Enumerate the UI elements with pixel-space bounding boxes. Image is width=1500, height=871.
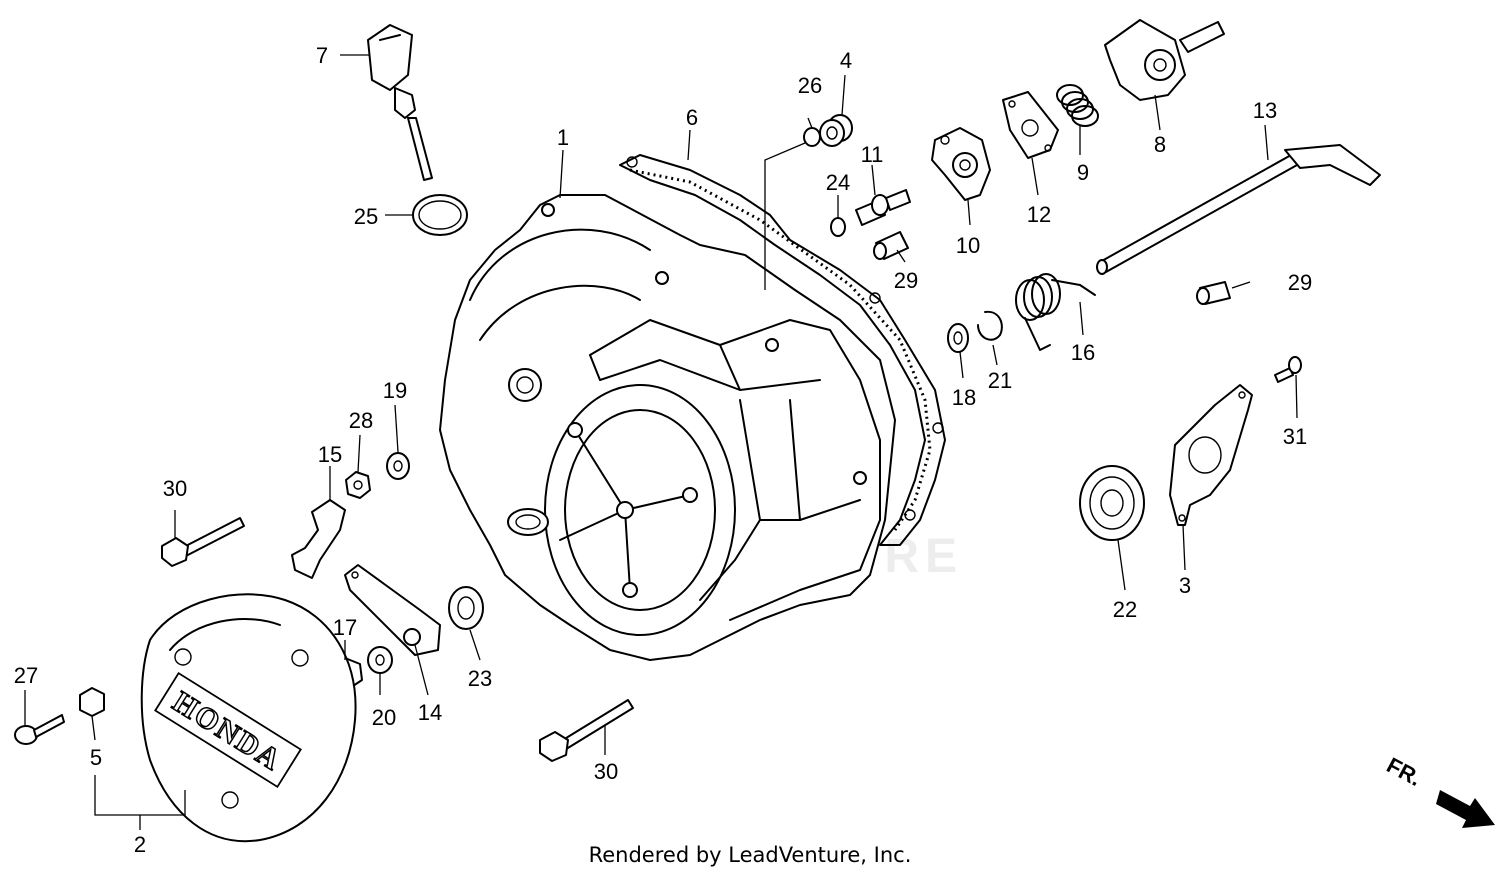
callout-4: 4 [840,48,852,73]
collar-5 [79,687,105,717]
bolt-31 [1274,356,1302,383]
callout-1: 1 [557,125,569,150]
screw-27 [14,714,65,745]
callout-20: 20 [372,705,396,730]
callout-27: 27 [14,663,38,688]
callout-18: 18 [952,385,976,410]
leader-lines [24,54,1298,830]
callout-6: 6 [686,105,698,130]
callout-30-left: 30 [163,476,187,501]
callout-21: 21 [988,368,1012,393]
spring-9 [1056,84,1099,127]
bracket-15 [291,499,346,579]
washer-18 [947,323,969,353]
return-spring-16 [1015,273,1096,351]
callout-12: 12 [1027,202,1051,227]
nut-28 [345,471,371,499]
bolt-30 [161,517,245,567]
callout-31: 31 [1283,424,1307,449]
circlip-21 [977,310,1003,341]
plate-12 [1002,91,1059,159]
callout-23: 23 [468,666,492,691]
callout-28: 28 [349,408,373,433]
callout-17: 17 [333,615,357,640]
callout-8: 8 [1154,132,1166,157]
lifter-plate-10 [931,127,991,201]
crankcase-cover [439,194,896,661]
callout-15: 15 [318,442,342,467]
dowel-pin [1196,281,1231,305]
callout-30-bottom: 30 [594,759,618,784]
callout-10: 10 [956,233,980,258]
credit-text: Rendered by LeadVenture, Inc. [589,843,912,867]
lifter-cam-8 [1104,19,1225,101]
collar-4 [819,114,853,147]
dowel-pin [873,231,909,260]
callout-labels: 7 25 1 6 26 4 11 24 29 10 12 9 8 13 29 1… [14,43,1312,857]
callout-16: 16 [1071,340,1095,365]
callout-2: 2 [134,832,146,857]
clutch-cover-2: HONDA [140,593,357,843]
washer-26 [803,127,821,147]
callout-19: 19 [383,378,407,403]
callout-29-left: 29 [894,268,918,293]
callout-25: 25 [354,204,378,229]
direction-label: FR. [1383,752,1426,791]
bearing-22 [1079,465,1145,541]
bolt-30 [539,699,634,762]
callout-3: 3 [1179,573,1191,598]
front-direction-indicator: FR. [1383,752,1495,828]
lever-14 [344,564,441,656]
bracket-3 [1169,384,1253,526]
callout-14: 14 [418,700,442,725]
callout-24: 24 [826,170,850,195]
callout-29-right: 29 [1288,270,1312,295]
oil-seal-23 [448,586,484,630]
callout-9: 9 [1077,160,1089,185]
gasket [619,154,946,546]
washer-20 [367,646,393,674]
callout-11: 11 [861,142,884,167]
washer-19 [386,452,410,480]
arrow-right-icon [1436,790,1495,828]
callout-5: 5 [90,745,102,770]
callout-13: 13 [1253,98,1277,123]
bolt-11 [855,189,911,226]
callout-22: 22 [1113,597,1137,622]
oil-dipstick [367,24,433,181]
shift-shaft-13 [1096,144,1381,275]
callout-7: 7 [316,43,328,68]
washer-24 [830,217,846,237]
callout-26: 26 [798,73,822,98]
